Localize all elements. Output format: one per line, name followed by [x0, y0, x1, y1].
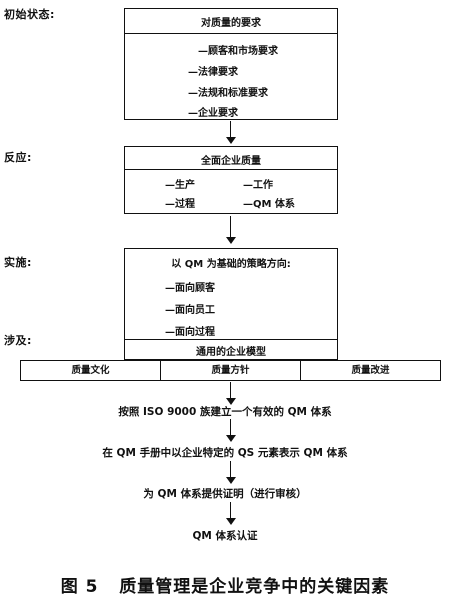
- box-divider: [125, 33, 337, 34]
- figure-number: 图 5: [60, 577, 99, 597]
- flow-step-manual: 在 QM 手册中以企业特定的 QS 元素表示 QM 体系: [102, 447, 348, 459]
- strategy-item: —面向顾客: [165, 283, 215, 294]
- figure-title: 质量管理是企业竞争中的关键因素: [119, 577, 390, 597]
- quality-item: —QM 体系: [243, 199, 295, 210]
- enterprise-model-label: 通用的企业模型: [196, 347, 266, 358]
- flow-step-certification: QM 体系认证: [192, 530, 258, 542]
- box-divider: [125, 169, 337, 170]
- strategy-item: —面向员工: [165, 305, 215, 316]
- label-initial-state: 初始状态:: [4, 8, 55, 21]
- flow-arrow: [226, 461, 236, 485]
- label-implementation: 实施:: [4, 256, 32, 269]
- total-quality-box: 全面企业质量 —生产 —工作 —过程 —QM 体系: [124, 146, 338, 214]
- strategy-direction-title: 以 QM 为基础的策略方向:: [171, 259, 291, 270]
- flow-arrow: [226, 502, 236, 526]
- total-quality-title: 全面企业质量: [201, 156, 261, 167]
- flow-arrow: [226, 382, 236, 406]
- flow-arrow: [226, 419, 236, 443]
- flow-arrow: [226, 216, 236, 246]
- quality-item: —生产: [165, 180, 195, 191]
- figure-caption: 图 5 质量管理是企业竞争中的关键因素: [0, 572, 450, 597]
- aspects-row: 质量文化 质量方针 质量改进: [20, 360, 441, 381]
- quality-item: —过程: [165, 199, 195, 210]
- quality-item: —工作: [243, 180, 273, 191]
- label-involves: 涉及:: [4, 334, 32, 347]
- aspect-quality-improvement: 质量改进: [300, 361, 440, 380]
- requirement-item: —顾客和市场要求: [198, 46, 278, 57]
- flow-arrow: [226, 121, 236, 145]
- quality-requirements-title: 对质量的要求: [201, 18, 261, 29]
- requirement-item: —企业要求: [188, 108, 238, 119]
- flow-step-audit: 为 QM 体系提供证明（进行审核）: [143, 488, 307, 500]
- strategy-item: —面向过程: [165, 327, 215, 338]
- aspect-quality-culture: 质量文化: [71, 365, 110, 376]
- aspect-quality-policy: 质量方针: [160, 361, 300, 380]
- flow-step-establish: 按照 ISO 9000 族建立一个有效的 QM 体系: [118, 406, 332, 418]
- requirement-item: —法律要求: [188, 67, 238, 78]
- requirement-item: —法规和标准要求: [188, 88, 268, 99]
- quality-requirements-box: 对质量的要求 —顾客和市场要求 —法律要求 —法规和标准要求 —企业要求: [124, 8, 338, 120]
- box-divider: [125, 339, 337, 340]
- label-reaction: 反应:: [4, 151, 32, 164]
- strategy-direction-box: 以 QM 为基础的策略方向: —面向顾客 —面向员工 —面向过程 通用的企业模型: [124, 248, 338, 360]
